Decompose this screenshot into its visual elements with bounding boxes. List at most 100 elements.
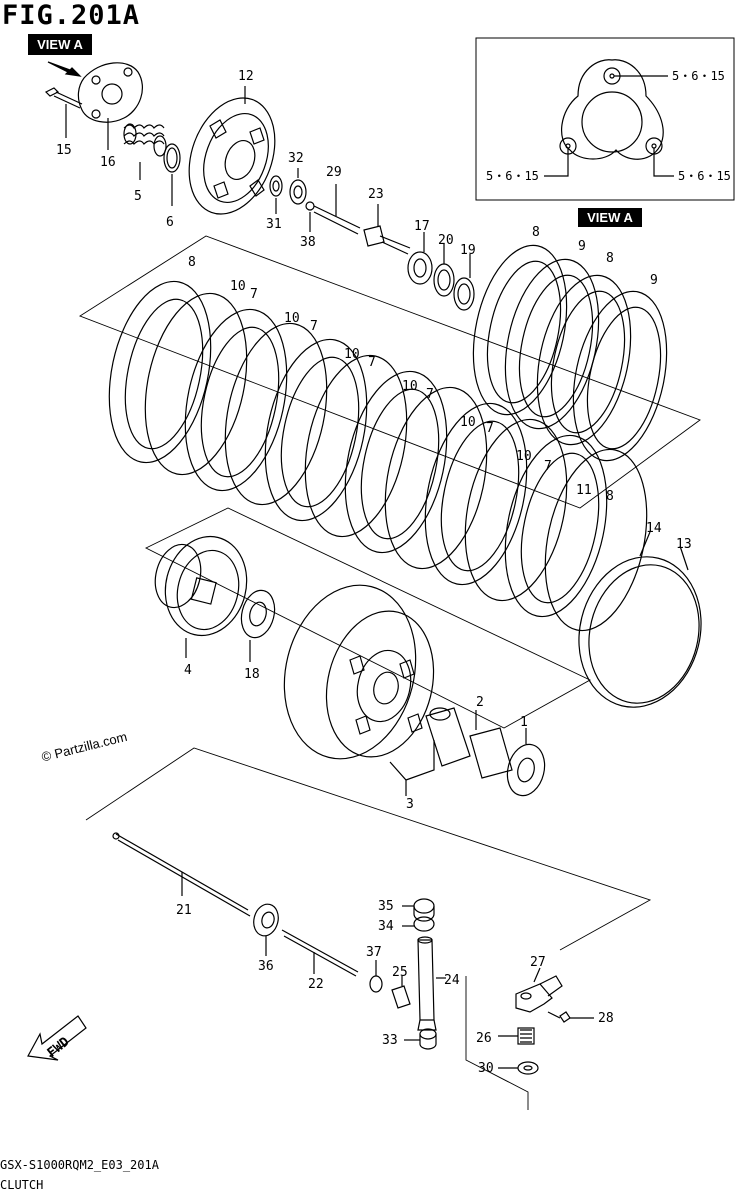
part-label: 2	[476, 695, 484, 710]
inset-spec-labels: 5・6・15 5・6・15 5・6・15	[486, 69, 731, 183]
footer-code: GSX-S1000RQM2_E03_201A	[0, 1158, 159, 1172]
spring-26	[498, 1027, 535, 1045]
part-label: 37	[366, 945, 382, 960]
part-label: 10	[230, 279, 246, 294]
plate-set-outline-upper	[79, 235, 701, 509]
part-label: 9	[578, 239, 586, 254]
part-label: 6	[166, 215, 174, 230]
part-label: 21	[176, 903, 192, 918]
part-label: 10	[516, 449, 532, 464]
spring-ring-13-14	[578, 531, 702, 708]
part-label: 7	[310, 319, 318, 334]
push-rod-29	[313, 184, 361, 235]
part-label: 7	[250, 287, 258, 302]
bearing-33	[404, 1028, 437, 1050]
spec-label-top: 5・6・15	[672, 69, 725, 83]
lifter-plate-16	[77, 62, 143, 150]
washer-18	[240, 589, 276, 662]
clutch-sleeve-hub-4	[154, 535, 248, 658]
part-label: 7	[426, 387, 434, 402]
part-label: 10	[460, 415, 476, 430]
view-a-tag: VIEW A	[28, 34, 92, 55]
release-lever-27	[515, 967, 563, 1013]
part-label: 34	[378, 919, 394, 934]
part-label: 7	[544, 459, 552, 474]
spec-label-right: 5・6・15	[678, 169, 731, 183]
part-label: 4	[184, 663, 192, 678]
spacer-bearing-2	[425, 707, 513, 779]
spring-5	[123, 123, 167, 180]
plate-set-outline-lower	[144, 507, 591, 729]
part-label: 10	[402, 379, 418, 394]
part-label: 36	[258, 959, 274, 974]
bearing-35	[402, 898, 435, 922]
part-label: 30	[478, 1061, 494, 1076]
push-piece-23	[363, 204, 411, 255]
part-label: 7	[368, 355, 376, 370]
figure-title: FIG.201A	[2, 0, 141, 31]
part-label: 22	[308, 977, 324, 992]
bolt-28	[547, 1011, 594, 1023]
part-label: 23	[368, 187, 384, 202]
part-label: 24	[444, 973, 460, 988]
part-label: 3	[406, 797, 414, 812]
circlip-37	[369, 960, 383, 993]
part-label: 16	[100, 155, 116, 170]
part-label: 29	[326, 165, 342, 180]
part-label: 32	[288, 151, 304, 166]
nut-17	[407, 232, 433, 285]
part-label: 8	[188, 255, 196, 270]
part-label: 11	[576, 483, 592, 498]
part-label: 20	[438, 233, 454, 248]
bearing-31	[269, 175, 283, 214]
fwd-arrow-icon	[27, 1015, 87, 1061]
pin-25	[391, 976, 411, 1009]
part-label: 10	[284, 311, 300, 326]
thrust-washer-1	[506, 728, 546, 797]
washer-19	[453, 254, 475, 311]
part-label: 35	[378, 899, 394, 914]
part-label: 1	[520, 715, 528, 730]
view-a-inset-tag: VIEW A	[578, 208, 642, 227]
part-label: 5	[134, 189, 142, 204]
primary-driven-gear-3	[283, 584, 435, 796]
washer-30	[498, 1061, 539, 1075]
part-label: 15	[56, 143, 72, 158]
part-label: 10	[344, 347, 360, 362]
part-label: 25	[392, 965, 408, 980]
oil-seal-36	[253, 903, 279, 956]
ball-38	[305, 201, 315, 232]
part-label: 38	[300, 235, 316, 250]
part-label: 14	[646, 521, 662, 536]
push-rod-22	[281, 929, 359, 977]
part-label: 8	[606, 251, 614, 266]
part-label: 8	[606, 489, 614, 504]
part-label: 17	[414, 219, 430, 234]
footer-name: CLUTCH	[0, 1178, 44, 1192]
part-label: 18	[244, 667, 260, 682]
part-label: 8	[532, 225, 540, 240]
part-label: 13	[676, 537, 692, 552]
part-label: 19	[460, 243, 476, 258]
part-label: 31	[266, 217, 282, 232]
bolt-15	[44, 87, 83, 138]
washer-20	[433, 244, 455, 297]
view-a-inset	[475, 37, 735, 201]
bearing-34	[402, 916, 435, 932]
pressure-plate-12	[188, 86, 276, 215]
clutch-plates-left-group	[108, 280, 648, 632]
part-label: 28	[598, 1011, 614, 1026]
part-label: 33	[382, 1033, 398, 1048]
part-labels: 1516561231323829231720198989810710710710…	[56, 69, 692, 1076]
clutch-plates-right-group	[472, 244, 668, 462]
push-rod-21	[112, 832, 251, 917]
spec-label-left: 5・6・15	[486, 169, 539, 183]
washer-6	[163, 143, 181, 206]
release-shaft-24	[417, 936, 446, 1031]
part-label: 12	[238, 69, 254, 84]
release-outline	[85, 747, 652, 951]
view-arrow-icon	[47, 61, 82, 77]
part-label: 7	[486, 421, 494, 436]
